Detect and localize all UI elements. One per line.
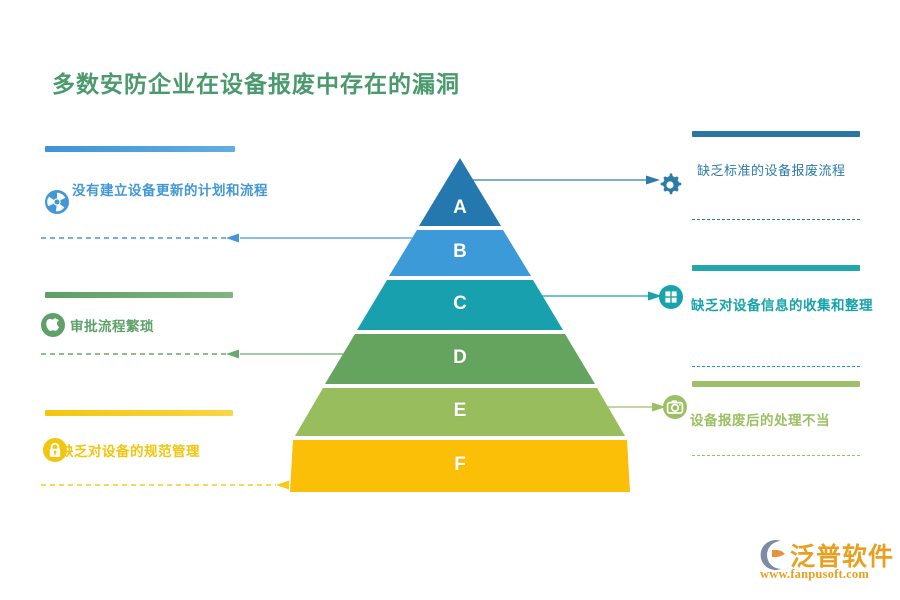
connector-left-3 bbox=[40, 479, 310, 491]
pyramid-shape-D bbox=[325, 334, 595, 384]
pyramid-shape-A bbox=[419, 158, 501, 226]
right-item-1-bar bbox=[692, 131, 860, 137]
lock-icon bbox=[42, 437, 68, 463]
right-item-3-bar bbox=[692, 381, 860, 387]
pyramid-level-F[interactable] bbox=[290, 440, 630, 492]
pyramid-shape-C bbox=[357, 280, 563, 330]
fanpu-software-logo[interactable]: 泛普软件 www.fanpusoft.com bbox=[757, 534, 893, 586]
pyramid-shape-B bbox=[389, 230, 531, 276]
pyramid-shape-F bbox=[290, 440, 630, 492]
pyramid-shape-E bbox=[295, 388, 625, 436]
pyramid-chart: A B C D E bbox=[290, 158, 630, 493]
left-item-3-label: 缺乏对设备的规范管理 bbox=[60, 444, 200, 459]
aperture-icon bbox=[44, 189, 70, 215]
pyramid-level-D[interactable] bbox=[290, 334, 630, 384]
logo-mark-icon bbox=[757, 538, 791, 572]
right-item-2-bar bbox=[692, 265, 860, 271]
pyramid-level-B[interactable] bbox=[290, 230, 630, 276]
left-item-2-bar bbox=[45, 292, 233, 298]
page-title: 多数安防企业在设备报废中存在的漏洞 bbox=[52, 71, 460, 97]
connector-right-2 bbox=[522, 290, 662, 302]
left-item-1-label: 没有建立设备更新的计划和流程 bbox=[72, 183, 268, 198]
right-item-3-label: 设备报废后的处理不当 bbox=[690, 413, 830, 428]
pyramid-level-E[interactable] bbox=[290, 388, 630, 436]
right-item-2-divider bbox=[692, 366, 860, 367]
connector-left-1 bbox=[40, 232, 440, 244]
right-item-1-divider bbox=[692, 219, 860, 220]
pyramid-level-C[interactable] bbox=[290, 280, 630, 330]
left-item-3-bar bbox=[45, 410, 233, 416]
camera-icon bbox=[662, 394, 688, 420]
pyramid-level-A[interactable] bbox=[290, 158, 630, 226]
gear-icon bbox=[655, 170, 685, 200]
logo-text: 泛普软件 bbox=[790, 543, 895, 571]
left-item-2-label: 审批流程繁琐 bbox=[70, 319, 154, 334]
right-item-1-label: 缺乏标准的设备报废流程 bbox=[697, 163, 846, 178]
right-item-3-divider bbox=[692, 455, 860, 456]
logo-url: www.fanpusoft.com bbox=[760, 567, 869, 581]
right-item-2-label: 缺乏对设备信息的收集和整理 bbox=[691, 298, 873, 313]
windows-grid-icon bbox=[658, 284, 684, 310]
connector-right-1 bbox=[470, 174, 660, 186]
apple-icon bbox=[40, 312, 66, 338]
left-item-1-bar bbox=[45, 146, 235, 152]
